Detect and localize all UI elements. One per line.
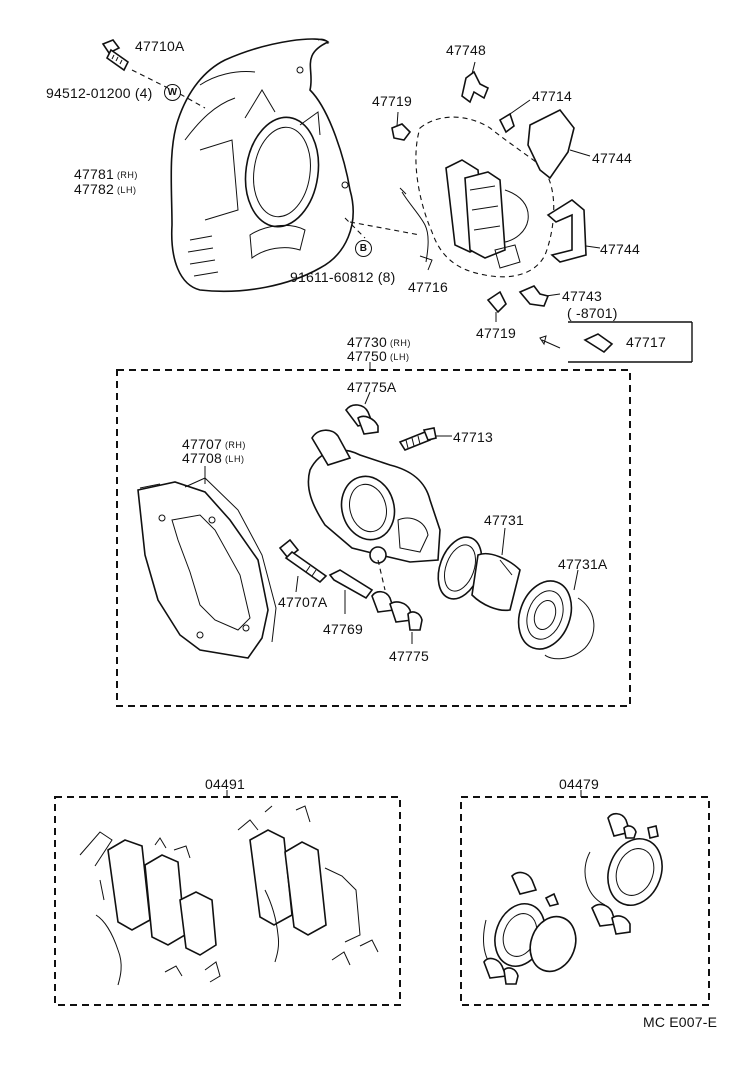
clip-47719-bottom-icon (486, 290, 507, 314)
label-47717: 47717 (626, 334, 666, 350)
bolt-47707a-icon (278, 538, 328, 584)
bolt-symbol: B (355, 238, 372, 257)
label-47708-num: 47708 (182, 450, 222, 466)
label-8701: ( -8701) (567, 305, 618, 321)
boot-47775a-icon (344, 404, 379, 435)
seal-kit-parts (483, 812, 663, 985)
label-47708-side: (LH) (224, 454, 245, 464)
label-47708: 47708(LH) (182, 450, 244, 467)
washer-w-icon: W (164, 84, 181, 101)
washer-symbol: W (164, 82, 181, 101)
label-47744-bottom: 47744 (600, 241, 640, 257)
label-04479: 04479 (559, 776, 599, 792)
pad-kit-04491-box (54, 796, 401, 1006)
label-47782: 47782(LH) (74, 181, 136, 198)
label-47731a: 47731A (558, 556, 608, 572)
caliper-mounting-47707-icon (137, 477, 277, 659)
label-04491: 04491 (205, 776, 245, 792)
label-47707-side: (RH) (224, 440, 246, 450)
shim-47744-top-icon (527, 108, 575, 180)
label-94512-01200: 94512-01200 (4) (46, 85, 153, 101)
pad-kit-left-group (79, 831, 221, 986)
seal-kit-04479-box (460, 796, 710, 1006)
label-47730: 47730(RH) (347, 334, 411, 351)
clip-47748-icon (461, 70, 490, 104)
label-47781-num: 47781 (74, 166, 114, 182)
pad-support-assembly (415, 116, 555, 278)
label-47748: 47748 (446, 42, 486, 58)
label-47781-side: (RH) (116, 170, 138, 180)
label-47731: 47731 (484, 512, 524, 528)
label-47750-side: (LH) (389, 352, 410, 362)
wear-indicator-47716-icon (399, 187, 433, 271)
seal-47731a-icon (517, 580, 595, 660)
clip-47717-box (539, 321, 693, 363)
label-47769: 47769 (323, 621, 363, 637)
diagram-code: MC E007-E (643, 1014, 718, 1030)
caliper-body-icon (307, 429, 441, 564)
label-47781: 47781(RH) (74, 166, 138, 183)
label-47719-top: 47719 (372, 93, 412, 109)
label-47716: 47716 (408, 279, 448, 295)
label-47750: 47750(LH) (347, 348, 409, 365)
label-91611-60812: 91611-60812 (8) (290, 269, 396, 285)
label-47775: 47775 (389, 648, 429, 664)
bleeder-47713-icon (398, 427, 437, 451)
label-47719-bottom: 47719 (476, 325, 516, 341)
label-47730-num: 47730 (347, 334, 387, 350)
label-47730-side: (RH) (389, 338, 411, 348)
label-47710a: 47710A (135, 38, 185, 54)
bolt-b-icon: B (355, 240, 372, 257)
label-47782-num: 47782 (74, 181, 114, 197)
pin-47719-top-icon (391, 123, 412, 141)
clip-47743-icon (518, 285, 550, 307)
shim-47744-bottom-icon (546, 199, 587, 263)
label-47713: 47713 (453, 429, 493, 445)
label-47707-num: 47707 (182, 436, 222, 452)
disc-brake-dust-cover (170, 38, 354, 293)
label-47714: 47714 (532, 88, 572, 104)
pin-47769-icon (328, 569, 374, 600)
label-47775a: 47775A (347, 379, 397, 395)
label-47744-top: 47744 (592, 150, 632, 166)
caliper-assembly-box (116, 369, 631, 707)
pad-kit-right-group (237, 805, 379, 966)
clip-47714-icon (498, 112, 515, 134)
label-47743: 47743 (562, 288, 602, 304)
label-47750-num: 47750 (347, 348, 387, 364)
boot-47775-icon (371, 590, 423, 631)
label-47782-side: (LH) (116, 185, 137, 195)
piston-47731-icon (437, 536, 521, 612)
label-47707: 47707(RH) (182, 436, 246, 453)
bolt-47710a-icon (101, 39, 130, 72)
label-47707a: 47707A (278, 594, 328, 610)
